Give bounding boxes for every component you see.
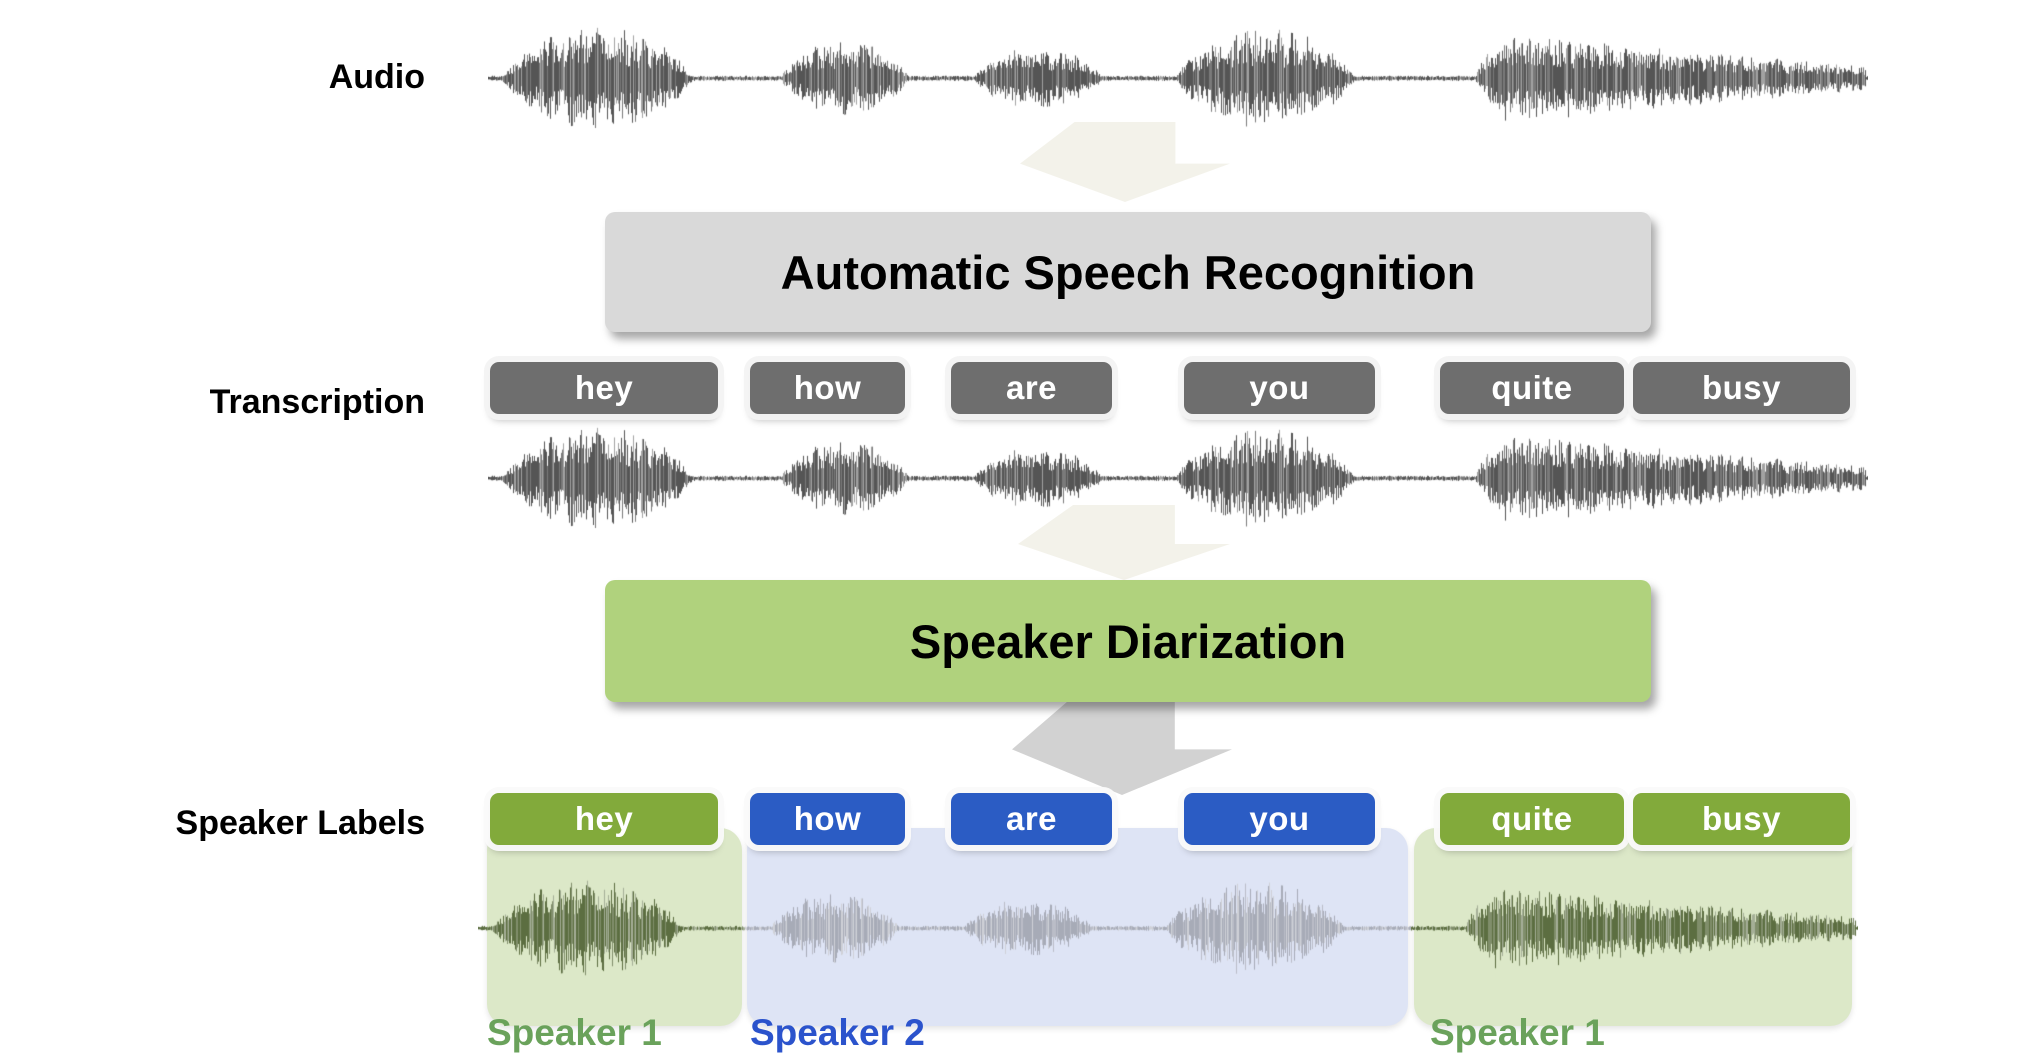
transcription-word: you (1184, 362, 1375, 414)
speaker-labels-row-label: Speaker Labels (175, 804, 425, 842)
audio-row-label: Audio (328, 58, 425, 96)
speaker-word: you (1184, 793, 1375, 845)
speaker-word: hey (490, 793, 718, 845)
arrow-down-icon-3 (1012, 700, 1232, 795)
audio-waveform-canvas (488, 13, 1868, 143)
speaker-colored-waveform-canvas (478, 863, 1858, 993)
transcription-word: how (750, 362, 905, 414)
asr-box: Automatic Speech Recognition (605, 212, 1651, 332)
speaker-word: are (951, 793, 1112, 845)
transcription-word: busy (1633, 362, 1850, 414)
transcription-row-label: Transcription (209, 383, 425, 421)
transcription-word: quite (1440, 362, 1624, 414)
asr-box-label: Automatic Speech Recognition (780, 245, 1476, 299)
transcription-waveform-canvas (488, 413, 1868, 543)
speaker-word: quite (1440, 793, 1624, 845)
speaker-segment-name: Speaker 2 (750, 1012, 925, 1053)
speaker-segment-name: Speaker 1 (1430, 1012, 1605, 1053)
speaker-word: busy (1633, 793, 1850, 845)
transcription-word: are (951, 362, 1112, 414)
transcription-word: hey (490, 362, 718, 414)
speaker-segment-name: Speaker 1 (487, 1012, 662, 1053)
speaker-diarization-box: Speaker Diarization (605, 580, 1651, 702)
speaker-diarization-box-label: Speaker Diarization (909, 614, 1347, 668)
speaker-word: how (750, 793, 905, 845)
